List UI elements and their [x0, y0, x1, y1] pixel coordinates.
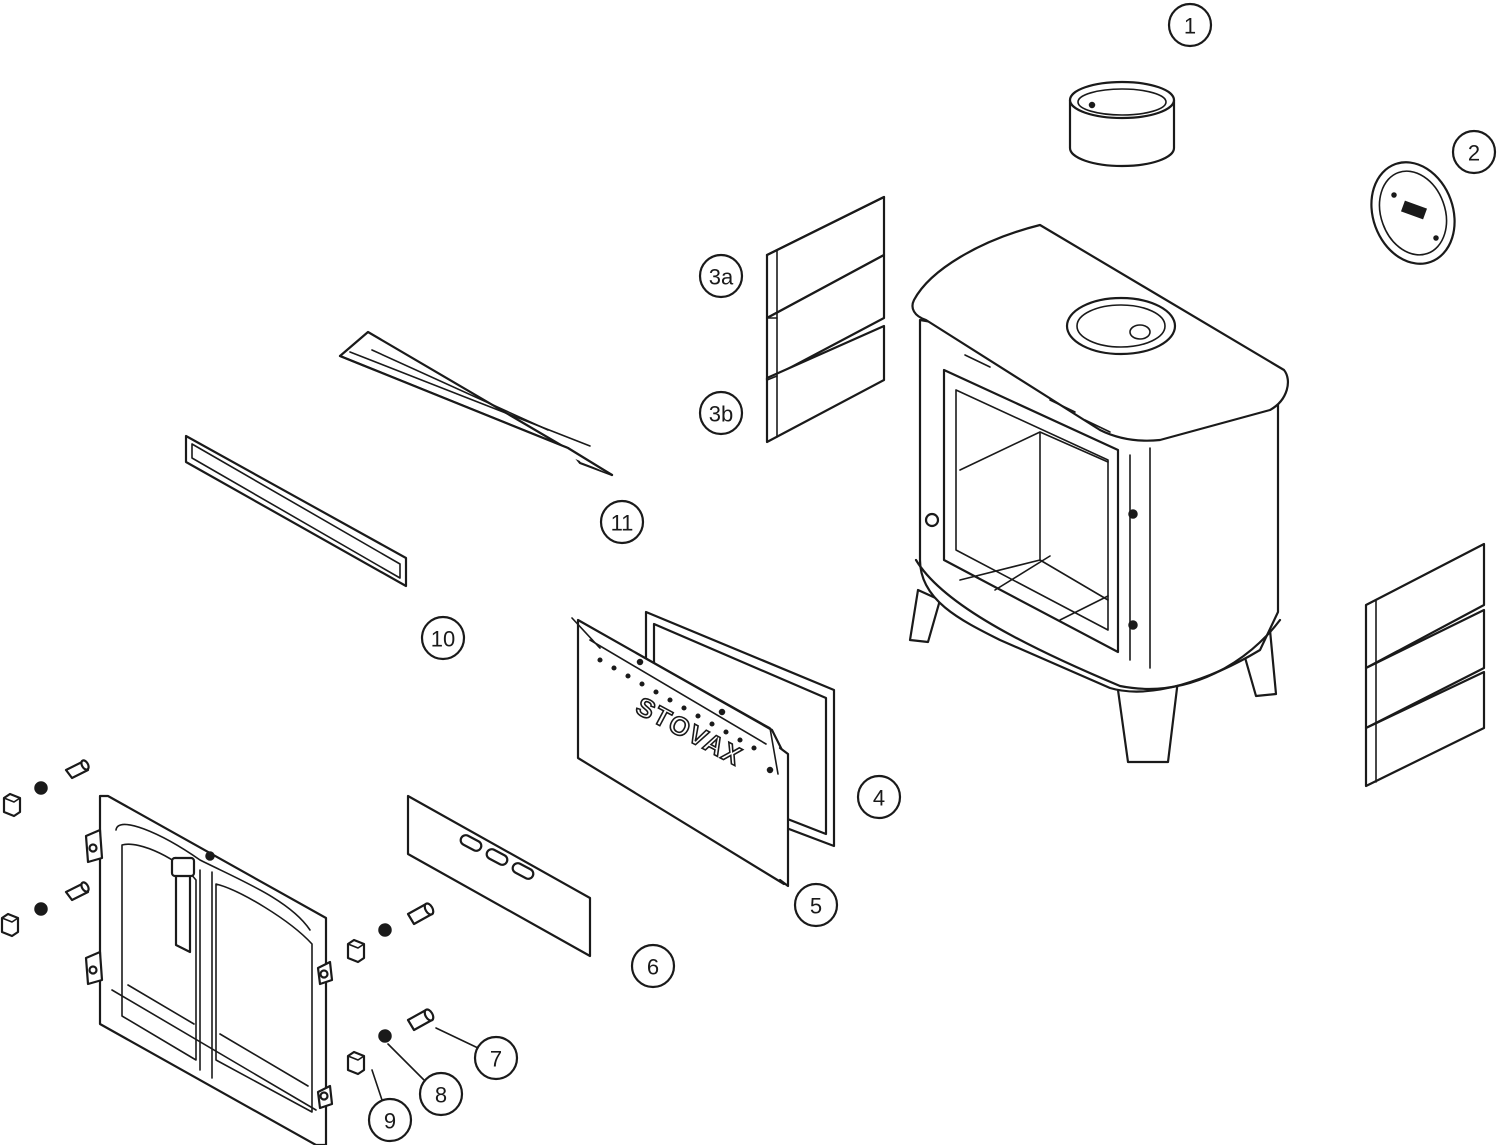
part-flue-collar — [1068, 80, 1176, 168]
part-front-doors — [84, 794, 334, 1145]
callout-label-7: 7 — [490, 1047, 502, 1072]
callout-5: 5 — [793, 882, 839, 928]
callout-label-9: 9 — [384, 1109, 396, 1134]
part-glass-gasket — [184, 434, 408, 588]
callout-6: 6 — [630, 943, 676, 989]
callout-label-8: 8 — [435, 1083, 447, 1108]
callout-7: 7 — [473, 1035, 519, 1081]
callout-label-3a: 3a — [709, 265, 734, 290]
callout-2: 2 — [1451, 129, 1497, 175]
part-firebricks-left — [765, 195, 886, 444]
part-stove-body — [908, 223, 1289, 764]
part-airwash-plate — [406, 794, 592, 958]
callout-label-2: 2 — [1468, 141, 1480, 166]
callout-4: 4 — [856, 774, 902, 820]
leader-lines — [371, 1027, 479, 1101]
part-hinge-fittings — [0, 759, 435, 1076]
callout-label-5: 5 — [810, 894, 822, 919]
callout-8: 8 — [418, 1071, 464, 1117]
callout-label-11: 11 — [611, 511, 634, 536]
callout-label-1: 1 — [1184, 14, 1196, 39]
callout-1: 1 — [1167, 2, 1213, 48]
callout-9: 9 — [367, 1097, 413, 1143]
callout-label-4: 4 — [873, 786, 885, 811]
part-baffle-plate — [338, 330, 614, 477]
callout-3a: 3a — [698, 253, 744, 299]
part-door-glass: STOVAX — [571, 617, 790, 888]
callout-label-3b: 3b — [709, 402, 733, 427]
callout-label-6: 6 — [647, 955, 659, 980]
glass-dots — [597, 657, 774, 774]
part-firebricks-right — [1364, 542, 1486, 788]
callout-3b: 3b — [698, 390, 744, 436]
callout-label-10: 10 — [431, 627, 455, 652]
part-blanking-plate — [1370, 161, 1456, 265]
callout-11: 11 — [599, 499, 645, 545]
callout-10: 10 — [420, 615, 466, 661]
